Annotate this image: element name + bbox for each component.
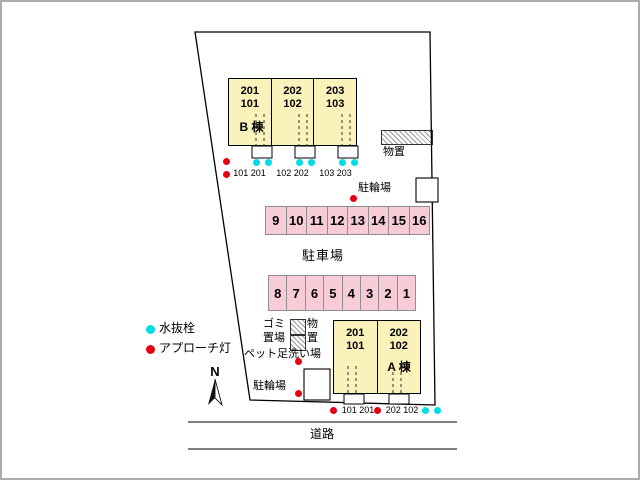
building-b-unit-3: 203 103	[314, 79, 356, 145]
building-a-tag-2: 202 102	[385, 405, 419, 415]
unit-number: 201 101	[240, 85, 260, 110]
approach-light-dot	[223, 171, 230, 178]
parking-row-top: 9 10 11 12 13 14 15 16	[265, 206, 430, 235]
entrance-porch	[337, 145, 359, 159]
building-b: 201 101 202 102 203 103	[228, 78, 357, 146]
water-valve-dot	[422, 407, 429, 414]
entrance-porch	[388, 393, 410, 405]
compass-needle-dark	[208, 379, 215, 405]
water-valve-dot	[308, 159, 315, 166]
water-valve-dot	[296, 159, 303, 166]
parking-stall: 15	[388, 206, 410, 235]
approach-light-dot	[350, 195, 357, 202]
building-b-tag-1: 101 201	[233, 168, 266, 178]
bike-parking-bottom-label: 駐輪場	[253, 380, 286, 392]
storage-shed-hatch	[381, 130, 433, 145]
building-a-unit-2: 202 102	[378, 321, 421, 393]
approach-light-dot	[374, 407, 381, 414]
parking-stall: 10	[285, 206, 307, 235]
water-valve-dot	[434, 407, 441, 414]
unit-number: 202 102	[389, 327, 408, 352]
building-b-tag-3: 103 203	[319, 168, 352, 178]
garbage-label-line2: 置場	[263, 332, 285, 344]
water-valve-dot	[351, 159, 358, 166]
parking-stall: 7	[286, 275, 306, 311]
water-valve-dot	[265, 159, 272, 166]
unit-number: 201 101	[346, 327, 365, 352]
parking-stall: 5	[323, 275, 343, 311]
parking-stall: 2	[378, 275, 398, 311]
approach-light-dot	[295, 390, 302, 397]
parking-stall: 12	[326, 206, 348, 235]
bike-shed-top	[415, 177, 439, 203]
water-valve-dot	[339, 159, 346, 166]
legend-approach-light-label: アプローチ灯	[159, 341, 232, 355]
bike-parking-top-label: 駐輪場	[358, 182, 391, 194]
building-b-tag-2: 102 202	[276, 168, 309, 178]
compass-n-label: N	[210, 364, 220, 379]
parking-stall: 11	[306, 206, 328, 235]
parking-stall: 4	[341, 275, 361, 311]
building-a-tag-1: 101 201	[341, 405, 375, 415]
entrance-porch	[251, 145, 273, 159]
parking-row-bottom: 8 7 6 5 4 3 2 1	[268, 275, 416, 311]
road-label: 道路	[309, 427, 334, 441]
building-a-unit-1: 201 101	[334, 321, 378, 393]
bike-shed-bottom	[303, 368, 331, 401]
building-b-name: B 棟	[239, 120, 264, 134]
approach-light-dot	[330, 407, 337, 414]
garbage-label-line1: ゴミ	[263, 318, 285, 330]
small-storage-label-line1: 物	[307, 318, 318, 330]
parking-lot-label: 駐車場	[302, 248, 345, 263]
parking-stall: 3	[359, 275, 380, 311]
compass-needle-light	[214, 378, 223, 407]
building-b-unit-2: 202 102	[272, 79, 315, 145]
garbage-box-hatch	[290, 319, 306, 335]
unit-number: 202 102	[283, 85, 302, 110]
legend-approach-light-dot	[146, 345, 155, 354]
pet-wash-label: ペット足洗い場	[244, 348, 321, 360]
parking-stall: 9	[265, 206, 287, 235]
legend-water-valve-label: 水抜栓	[159, 321, 196, 335]
entrance-porch	[294, 145, 316, 159]
legend-water-valve-dot	[146, 325, 155, 334]
storage-top-label: 物置	[383, 146, 405, 158]
unit-number: 203 103	[326, 85, 345, 110]
parking-stall: 16	[408, 206, 430, 235]
building-b-unit-1: 201 101	[229, 79, 272, 145]
parking-stall: 13	[347, 206, 369, 235]
building-a-name: A 棟	[387, 360, 411, 374]
parking-stall: 14	[367, 206, 389, 235]
entrance-porch	[343, 393, 365, 405]
building-a: 201 101 202 102	[333, 320, 421, 394]
parking-stall: 1	[396, 275, 416, 311]
approach-light-dot	[223, 158, 230, 165]
parking-stall: 8	[268, 275, 288, 311]
small-storage-label-line2: 置	[307, 332, 318, 344]
water-valve-dot	[253, 159, 260, 166]
approach-light-dot	[295, 358, 302, 365]
parking-stall: 6	[304, 275, 325, 311]
